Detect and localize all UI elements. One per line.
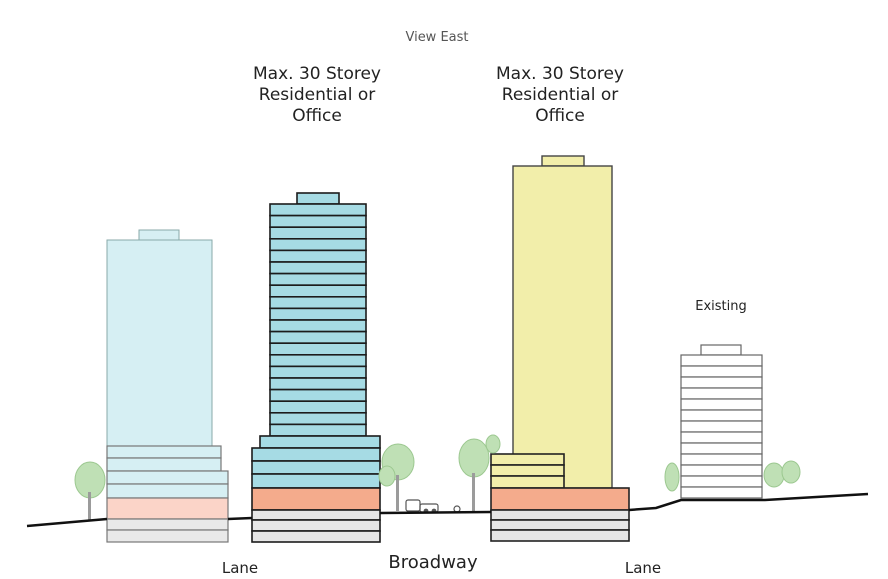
proposed-tower-blue-floor [269,365,367,379]
proposed-podium-blue-retail [251,487,381,511]
proposed-podium-blue-floor [259,435,381,449]
lane-right-label: Lane [625,559,661,577]
existing-building-floor [680,409,763,422]
context-podium-left-retail [106,497,229,520]
proposed-tower-blue-floor [269,203,367,217]
existing-building-floor [680,365,763,378]
context-podium-left [106,445,229,543]
tree-right [664,460,801,492]
existing-building-floor [680,486,763,499]
proposed-tower-blue-floor [269,272,367,287]
context-tower-left [106,229,213,447]
tree-left [74,461,106,520]
existing-building-floor [680,398,763,411]
proposed-tower-yellow-cap [541,155,585,167]
existing-building-floor [680,464,763,477]
existing-building-floor [680,354,763,367]
context-tower-left-cap [138,229,180,241]
proposed-tower-blue-floor [269,330,367,345]
proposed-tower-blue-floor [269,423,367,437]
proposed-podium-yellow-retail [490,487,630,511]
tower-left-label-line-2: Residential or [259,85,375,105]
proposed-tower-blue-floor [269,226,367,240]
view-title: View East [405,30,468,45]
street-label: Broadway [388,552,478,573]
proposed-podium-blue-floor [251,447,381,462]
existing-building-floor [680,431,763,444]
existing-building-floor [680,453,763,466]
proposed-podium-blue-floor [251,473,381,489]
proposed-tower-blue-cap [296,192,340,205]
street-vehicles [405,499,461,514]
proposed-podium-blue-base [251,509,381,521]
proposed-tower-blue-floor [269,353,367,368]
existing-building-cap [700,344,742,356]
proposed-tower-yellow-shaft [512,165,613,489]
existing-building-floor [680,387,763,400]
proposed-podium-blue-base [251,519,381,532]
proposed-tower-blue [251,192,381,543]
existing-building-floor [680,442,763,455]
tower-right-label: Max. 30 Storey Residential or Office [496,64,624,126]
tower-right-label-line-1: Max. 30 Storey [496,64,624,84]
proposed-tower-blue-floor [269,238,367,252]
proposed-tower-blue-floor [269,411,367,426]
proposed-tower-blue-floor [269,295,367,310]
proposed-tower-blue-floor [269,261,367,275]
existing-building [680,344,763,499]
proposed-tower-blue-floor [269,377,367,391]
tower-left-label-line-3: Office [292,106,342,126]
tower-left-label: Max. 30 Storey Residential or Office [253,64,381,126]
existing-building-floor [680,420,763,433]
proposed-podium-blue-base [251,530,381,543]
proposed-tower-blue-floor [269,388,367,403]
lane-left-label: Lane [222,559,258,577]
tree-street-right [458,434,501,511]
proposed-podium-yellow [490,453,630,542]
proposed-tower-yellow [512,155,613,489]
tower-right-label-line-3: Office [535,106,585,126]
proposed-tower-blue-floor [269,400,367,414]
proposed-tower-blue-floor [269,307,367,321]
context-tower-left-shaft [106,239,213,447]
proposed-podium-blue-floor [251,460,381,475]
tree-street-left [378,443,415,511]
ground-line [26,492,869,528]
existing-building-floor [680,376,763,389]
existing-building-floor [680,475,763,488]
proposed-tower-blue-floor [269,319,367,333]
tower-left-label-line-1: Max. 30 Storey [253,64,381,84]
tower-right-label-line-2: Residential or [502,85,618,105]
trees [74,434,801,520]
existing-label: Existing [695,299,747,314]
proposed-tower-blue-floor [269,249,367,263]
proposed-tower-blue-floor [269,284,367,298]
proposed-tower-blue-floor [269,214,367,229]
proposed-tower-blue-floor [269,342,367,356]
